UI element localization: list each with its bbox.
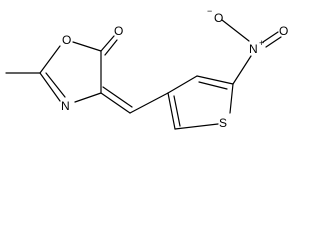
atom-ring-oxygen: O xyxy=(62,33,71,47)
bond-c4-ch-b xyxy=(102,86,133,108)
bond-c5-o-carbonyl-b xyxy=(104,39,118,56)
atom-nitro-nitrogen: N xyxy=(249,42,258,56)
charge-nitro-oxygen-left: − xyxy=(207,6,212,16)
bond-th-c3-c4-a xyxy=(167,92,176,130)
bond-o1-c5 xyxy=(72,41,102,52)
bond-c4-n3 xyxy=(74,92,102,103)
bond-n3-c2-a xyxy=(39,72,61,102)
charge-nitro-nitrogen: + xyxy=(259,38,264,48)
atom-ring-nitrogen: N xyxy=(61,99,70,113)
bond-c4-ch-a xyxy=(100,92,131,114)
bond-c5-o-carbonyl-a xyxy=(100,35,115,52)
bond-th-c5-c4prime-a xyxy=(196,75,234,85)
chemical-structure-diagram: O O N S N + O − O xyxy=(5,6,288,130)
bond-c2-o1 xyxy=(39,45,61,74)
atom-carbonyl-oxygen: O xyxy=(114,24,123,38)
bond-th-c4prime-c3 xyxy=(167,75,198,94)
bond-s-th-c5 xyxy=(229,83,234,114)
bond-nitro-n-o-right-b xyxy=(265,36,282,48)
bond-n3-c2-b xyxy=(45,72,66,98)
bond-th-c5-c4prime-b xyxy=(198,81,228,90)
atom-nitro-oxygen-right: O xyxy=(279,24,288,38)
atom-thiophene-sulfur: S xyxy=(219,116,227,130)
bond-th-c5-nitro-n xyxy=(232,55,252,85)
bond-th-c4-s xyxy=(174,123,219,130)
bonds xyxy=(5,19,282,130)
bond-th-c3-c4-b xyxy=(173,95,181,127)
bond-nitro-n-o-left xyxy=(221,19,250,42)
bond-nitro-n-o-right-a xyxy=(262,31,279,43)
atom-nitro-oxygen-left: O xyxy=(214,11,223,25)
bond-ch-thiophene-c3 xyxy=(129,92,169,114)
atom-labels: O O N S N + O − O xyxy=(61,6,288,130)
